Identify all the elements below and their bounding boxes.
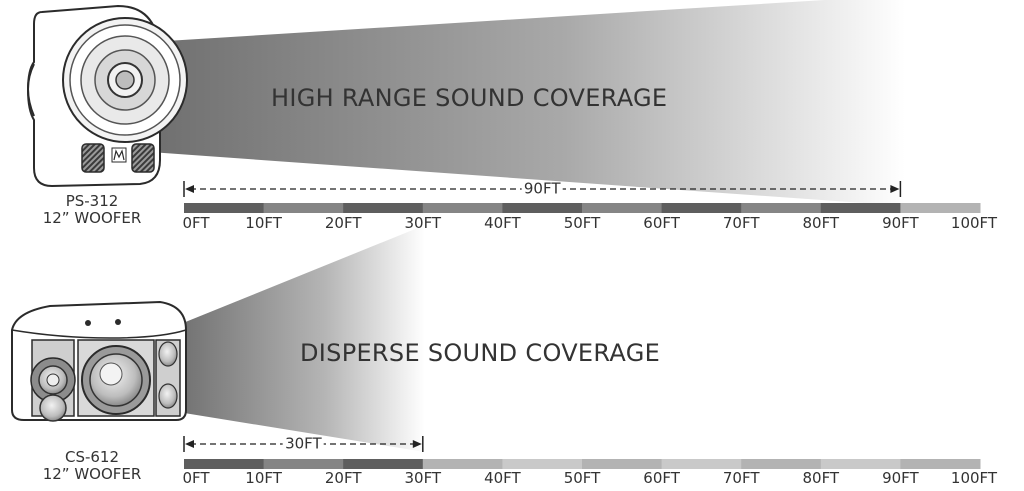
bar-segment	[184, 459, 265, 469]
bar-segment	[263, 203, 344, 213]
bar-segment	[900, 203, 981, 213]
bar-segment	[184, 203, 265, 213]
scale-tick-label: 70FT	[722, 214, 760, 232]
arrow-head	[890, 185, 900, 193]
scale-tick-label: 10FT	[245, 469, 282, 487]
bar-segment	[502, 459, 583, 469]
scale-tick-label: 50FT	[563, 469, 601, 487]
bar-segment	[661, 203, 742, 213]
scale-tick-label: 100FT	[950, 214, 998, 232]
cs-612-woofer: 12” WOOFER	[42, 465, 142, 483]
scale-tick-label: 70FT	[722, 469, 760, 487]
scale-tick-label: 50FT	[563, 214, 601, 232]
scale-tick-label: 30FT	[404, 469, 442, 487]
bar-segment	[820, 459, 901, 469]
bar-segment	[582, 203, 663, 213]
bar-segment	[263, 459, 344, 469]
top-distance-label: 90FT	[521, 179, 563, 198]
high-range-beam	[150, 0, 905, 206]
cs-612-label: CS-612 12” WOOFER	[4, 449, 180, 483]
scale-tick-label: 10FT	[245, 214, 282, 232]
cs-612-model: CS-612	[64, 448, 120, 466]
disperse-beam	[178, 225, 425, 452]
scale-tick-label: 60FT	[643, 469, 680, 487]
scale-tick-label: 0FT	[182, 469, 210, 487]
scale-tick-label: 100FT	[950, 469, 998, 487]
scale-tick-label: 40FT	[484, 214, 521, 232]
bar-segment	[343, 459, 424, 469]
bar-segment	[582, 459, 663, 469]
bar-segment	[422, 459, 503, 469]
arrow-head	[185, 185, 194, 193]
high-range-coverage-title: HIGH RANGE SOUND COVERAGE	[271, 84, 668, 112]
cs-612-speaker	[11, 300, 187, 422]
top-distance-bar	[184, 203, 981, 213]
scale-tick-label: 80FT	[802, 469, 840, 487]
bar-segment	[661, 459, 742, 469]
scale-tick-label: 20FT	[324, 469, 362, 487]
scale-tick-label: 0FT	[182, 214, 210, 232]
scale-tick-label: 60FT	[643, 214, 680, 232]
bar-segment	[900, 459, 981, 469]
arrow-head	[185, 440, 194, 448]
bottom-distance-bar	[184, 459, 981, 469]
ps-312-speaker	[26, 4, 188, 188]
ps-312-woofer: 12” WOOFER	[42, 209, 142, 227]
bar-segment	[741, 459, 822, 469]
bar-segment	[741, 203, 822, 213]
bar-segment	[502, 203, 583, 213]
scale-tick-label: 80FT	[802, 214, 840, 232]
scale-tick-label: 20FT	[324, 214, 362, 232]
scale-tick-label: 90FT	[882, 214, 919, 232]
ps-312-label: PS-312 12” WOOFER	[4, 193, 180, 227]
arrow-head	[412, 440, 422, 448]
bar-segment	[422, 203, 503, 213]
scale-tick-label: 30FT	[404, 214, 442, 232]
scale-tick-label: 40FT	[484, 469, 521, 487]
bar-segment	[343, 203, 424, 213]
bottom-distance-label: 30FT	[283, 434, 324, 453]
disperse-coverage-title: DISPERSE SOUND COVERAGE	[300, 339, 661, 367]
scale-tick-label: 90FT	[882, 469, 919, 487]
bar-segment	[820, 203, 901, 213]
ps-312-model: PS-312	[65, 192, 119, 210]
